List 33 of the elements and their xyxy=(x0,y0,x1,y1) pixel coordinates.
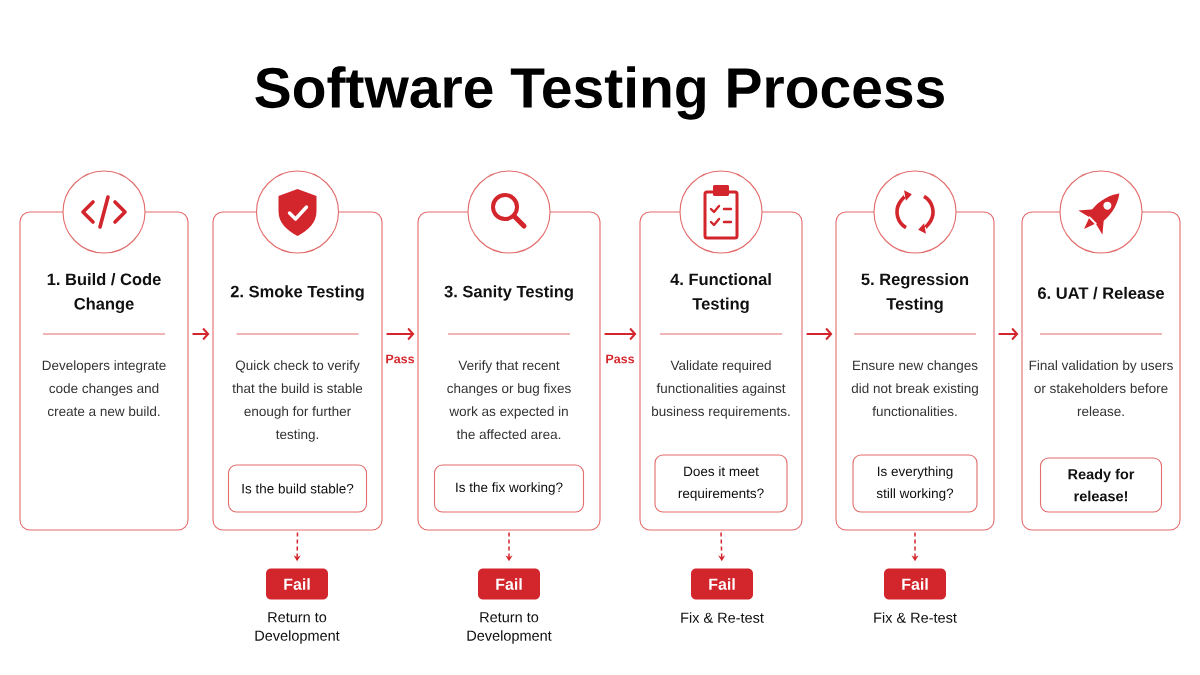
step-heading: 3. Sanity Testing xyxy=(444,285,573,301)
step-heading: 4. Functional Testing xyxy=(670,273,771,313)
step-description: Ensure new changes did not break existing functionalities. xyxy=(851,360,978,417)
fail-badge: Fail xyxy=(478,568,540,600)
step-heading: 1. Build / Code Change xyxy=(47,273,161,313)
title: Software Testing Process xyxy=(255,66,944,120)
fail-badge: Fail xyxy=(884,568,946,600)
badge-caption: Fix & Re-test xyxy=(681,612,764,623)
step-description: Final validation by users or stakeholders before release. xyxy=(1029,360,1173,417)
question-box: Does it meet requirements? xyxy=(654,454,788,513)
arrow xyxy=(385,327,415,341)
step-description: Quick check to verify that the build is stable enough for further testing. xyxy=(232,360,363,442)
fail-badge: Fail xyxy=(266,568,328,600)
step-description: Validate required functionalities against business requirements. xyxy=(652,360,790,419)
edge-label: Pass xyxy=(384,353,416,365)
question-box: Ready for release! xyxy=(1039,457,1163,513)
step-description: Verify that recent changes or bug fixes work as expected in the affected area. xyxy=(447,360,571,440)
question-box: Is the fix working? xyxy=(433,464,585,513)
step-heading: 2. Smoke Testing xyxy=(230,285,364,301)
question-box: Is everything still working? xyxy=(852,454,978,513)
badge-caption: Fix & Re-test xyxy=(874,612,957,623)
arrow xyxy=(191,327,210,341)
arrow xyxy=(603,327,637,341)
step-description: Developers integrate code changes and create a new build. xyxy=(42,360,166,417)
badge-caption: Return to Development xyxy=(255,612,340,644)
arrow xyxy=(805,327,833,341)
fail-badge: Fail xyxy=(691,568,753,600)
question-box: Is the build stable? xyxy=(227,464,368,513)
badge-caption: Return to Development xyxy=(467,612,552,644)
step-heading: 6. UAT / Release xyxy=(1038,286,1164,300)
arrow xyxy=(997,327,1019,341)
step-heading: 5. Regression Testing xyxy=(861,273,969,313)
edge-label: Pass xyxy=(604,353,636,365)
